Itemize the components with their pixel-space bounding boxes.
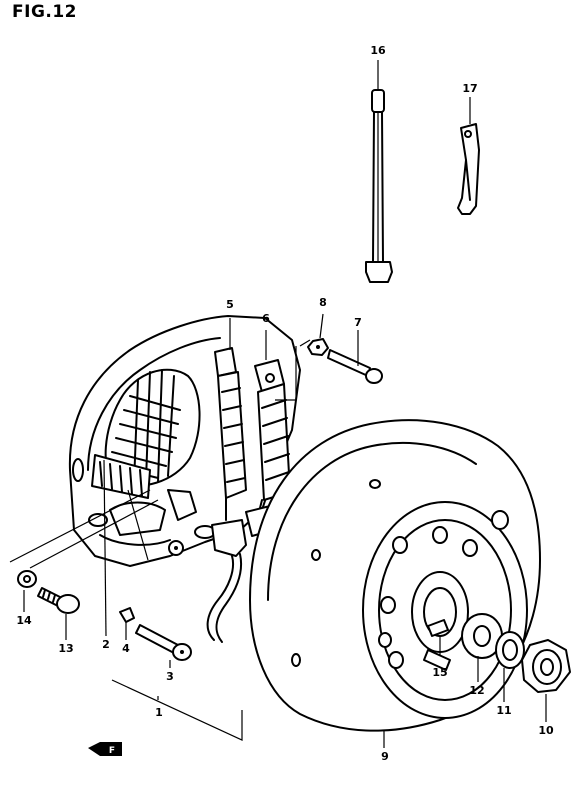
part-11-lock-washer	[495, 631, 525, 702]
stator-coil-assembly	[91, 368, 201, 499]
callout-5: 5	[226, 298, 234, 311]
part-4-lock-washer	[119, 607, 135, 640]
part-8-nut	[307, 313, 329, 356]
part-13-screw	[37, 587, 80, 640]
callout-7: 7	[354, 316, 362, 329]
callout-12: 12	[469, 684, 484, 697]
callout-9: 9	[381, 750, 389, 763]
figure-title: FIG.12	[12, 2, 78, 22]
callout-labels: 1 2 3 4 5 6 7 8 9 10 11 12 13 14 15 16 1…	[16, 44, 554, 763]
callout-6: 6	[262, 312, 270, 325]
part-7-screw	[327, 330, 383, 384]
callout-4: 4	[122, 642, 130, 655]
part-10-nut	[521, 639, 571, 722]
part-9-flywheel-rotor	[249, 419, 541, 748]
callout-17: 17	[462, 82, 477, 95]
callout-16: 16	[370, 44, 386, 57]
leader-lines	[9, 339, 311, 741]
part-14-washer	[17, 570, 37, 612]
callout-13: 13	[58, 642, 73, 655]
part-12-washer	[461, 613, 503, 682]
part-16-cable-strap	[365, 60, 393, 283]
callout-11: 11	[496, 704, 511, 717]
front-direction-marker: F	[88, 742, 122, 756]
callout-15: 15	[432, 666, 447, 679]
callout-14: 14	[16, 614, 32, 627]
callout-3: 3	[166, 670, 174, 683]
part-15-woodruff-key	[427, 619, 449, 656]
callout-8: 8	[319, 296, 327, 309]
front-marker-label: F	[109, 746, 115, 756]
part-3-screw	[135, 624, 192, 668]
callout-10: 10	[538, 724, 554, 737]
part-17-clamp	[457, 97, 480, 215]
callout-2: 2	[102, 638, 110, 651]
callout-1: 1	[155, 706, 163, 719]
